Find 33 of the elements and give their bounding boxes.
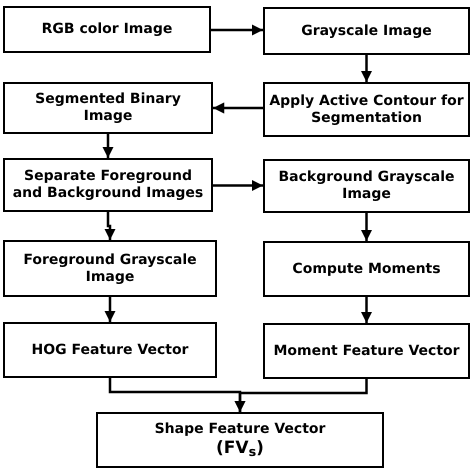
- box-label: Foreground Grayscale Image: [22, 252, 198, 286]
- box-label: Background Grayscale Image: [277, 169, 456, 203]
- box-label: Moment Feature Vector: [273, 342, 460, 360]
- process-box: [263, 323, 470, 379]
- process-box: [3, 158, 213, 212]
- arrow: [234, 379, 368, 412]
- process-box: [263, 159, 470, 213]
- process-box: [263, 241, 470, 297]
- arrow: [104, 297, 116, 322]
- process-box: [3, 240, 217, 297]
- arrow: [360, 55, 372, 82]
- arrow: [360, 213, 372, 241]
- box-label: RGB color Image: [42, 21, 172, 38]
- arrow: [360, 297, 372, 323]
- arrow: [213, 180, 263, 192]
- arrow: [211, 24, 263, 36]
- arrow: [104, 212, 116, 240]
- box-label: Segmented Binary Image: [34, 91, 182, 125]
- box-label: HOG Feature Vector: [32, 342, 188, 358]
- process-box: [263, 82, 470, 137]
- box-label: Separate Foreground and Background Images: [12, 168, 204, 202]
- arrow: [102, 134, 114, 158]
- process-box: [3, 82, 213, 134]
- box-label: Grayscale Image: [301, 22, 432, 40]
- box-label: Shape Feature Vector: [154, 421, 326, 438]
- process-box: [96, 412, 384, 468]
- process-box: [3, 322, 217, 378]
- arrow: [213, 102, 263, 114]
- process-box: [263, 7, 470, 55]
- box-label: (FV$_{s}$): [216, 438, 264, 459]
- process-box: [3, 6, 211, 53]
- box-label: Compute Moments: [292, 260, 441, 278]
- box-label: Apply Active Contour for Segmentation: [269, 92, 464, 126]
